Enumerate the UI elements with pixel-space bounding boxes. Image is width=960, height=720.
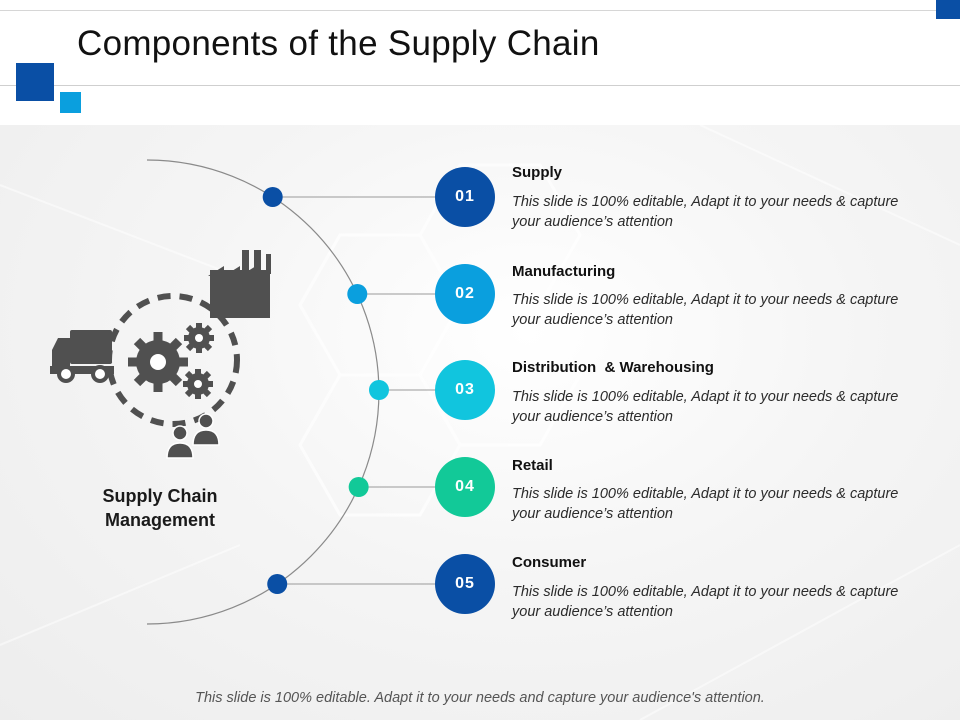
arc-dots [262, 187, 389, 594]
step-title-consumer: Consumer [512, 554, 587, 571]
step-badge-01: 01 [435, 167, 495, 227]
step-title-distribution: Distribution & Warehousing [512, 359, 714, 376]
step-badge-04: 04 [435, 457, 495, 517]
step-badge-03: 03 [435, 360, 495, 420]
people-icon [166, 413, 220, 459]
title-accent-square-large [16, 63, 54, 101]
connector-lines [272, 196, 436, 585]
step-title-retail: Retail [512, 457, 553, 474]
supply-chain-icon-cluster [50, 250, 271, 459]
top-rule [0, 10, 960, 11]
background-hexagon-pattern [0, 125, 960, 720]
arc-dot-04 [348, 477, 369, 497]
title-accent-square-small [60, 92, 81, 113]
gears-icon [128, 323, 214, 399]
center-label: Supply Chain Management [102, 486, 218, 530]
corner-accent-square [936, 0, 960, 19]
arc-dot-03 [368, 380, 389, 400]
step-description-consumer: This slide is 100% editable, Adapt it to… [512, 584, 899, 620]
title-underline [0, 85, 960, 86]
step-badge-02: 02 [435, 264, 495, 324]
step-description-supply: This slide is 100% editable, Adapt it to… [512, 194, 899, 230]
factory-icon [208, 250, 271, 318]
arc-dot-02 [347, 284, 368, 304]
step-description-manufacturing: This slide is 100% editable, Adapt it to… [512, 292, 899, 328]
arc-dot-05 [267, 574, 288, 594]
step-description-distribution: This slide is 100% editable, Adapt it to… [512, 389, 899, 425]
footer-note: This slide is 100% editable. Adapt it to… [195, 690, 765, 706]
step-title-manufacturing: Manufacturing [512, 263, 616, 280]
step-title-supply: Supply [512, 164, 563, 181]
step-description-retail: This slide is 100% editable, Adapt it to… [512, 486, 899, 522]
truck-icon [50, 330, 114, 383]
step-badge-05: 05 [435, 554, 495, 614]
page-title: Components of the Supply Chain [77, 24, 600, 63]
arc-dot-01 [262, 187, 283, 207]
